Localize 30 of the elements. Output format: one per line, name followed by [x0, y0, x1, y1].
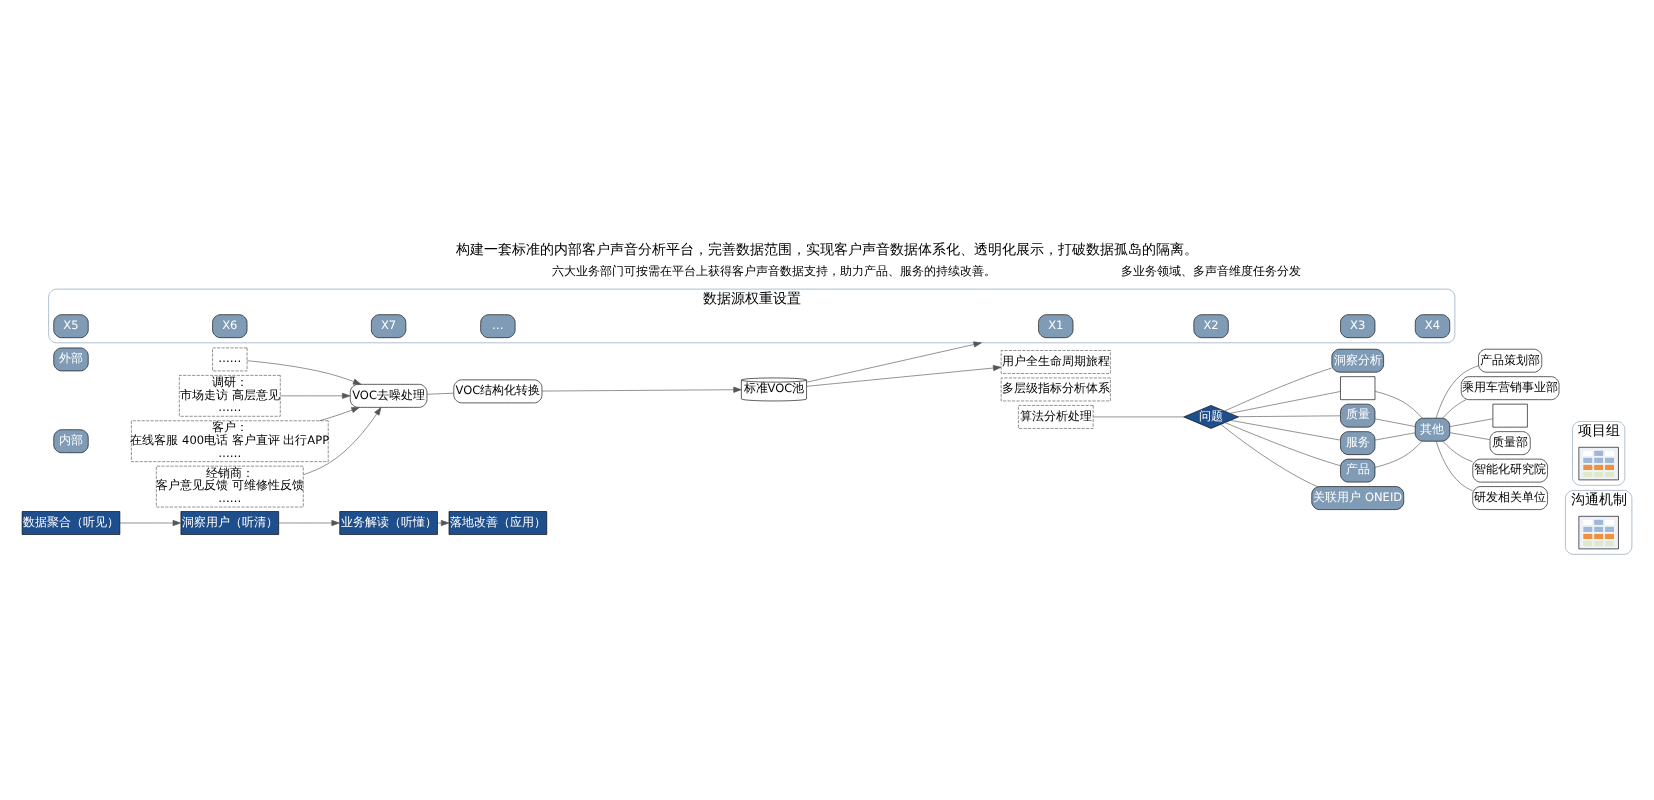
connector [1220, 424, 1318, 487]
node-box [1492, 403, 1528, 428]
arrow [280, 392, 351, 399]
arrow [303, 407, 382, 476]
connector [1224, 422, 1341, 467]
arrow [319, 407, 360, 422]
connector [1449, 418, 1494, 427]
connector [1374, 418, 1416, 427]
arrow [806, 341, 982, 383]
arrow [278, 520, 340, 527]
connector [426, 392, 455, 395]
arrow [437, 520, 450, 527]
node-box [1340, 376, 1376, 400]
connector [1229, 391, 1341, 414]
connector [1435, 441, 1473, 492]
connector [1224, 367, 1333, 412]
arrow [541, 386, 742, 393]
connector [1374, 432, 1416, 441]
arrow [119, 520, 181, 527]
arrow [806, 365, 1002, 387]
connector [1374, 441, 1423, 468]
connector [1435, 365, 1479, 419]
connector [1449, 432, 1491, 440]
connector [1230, 420, 1341, 441]
connector [1442, 399, 1467, 419]
connector [1374, 391, 1423, 419]
connector [1237, 415, 1341, 417]
connector [1093, 416, 1185, 418]
arrow [246, 360, 362, 385]
connector [1442, 440, 1473, 463]
